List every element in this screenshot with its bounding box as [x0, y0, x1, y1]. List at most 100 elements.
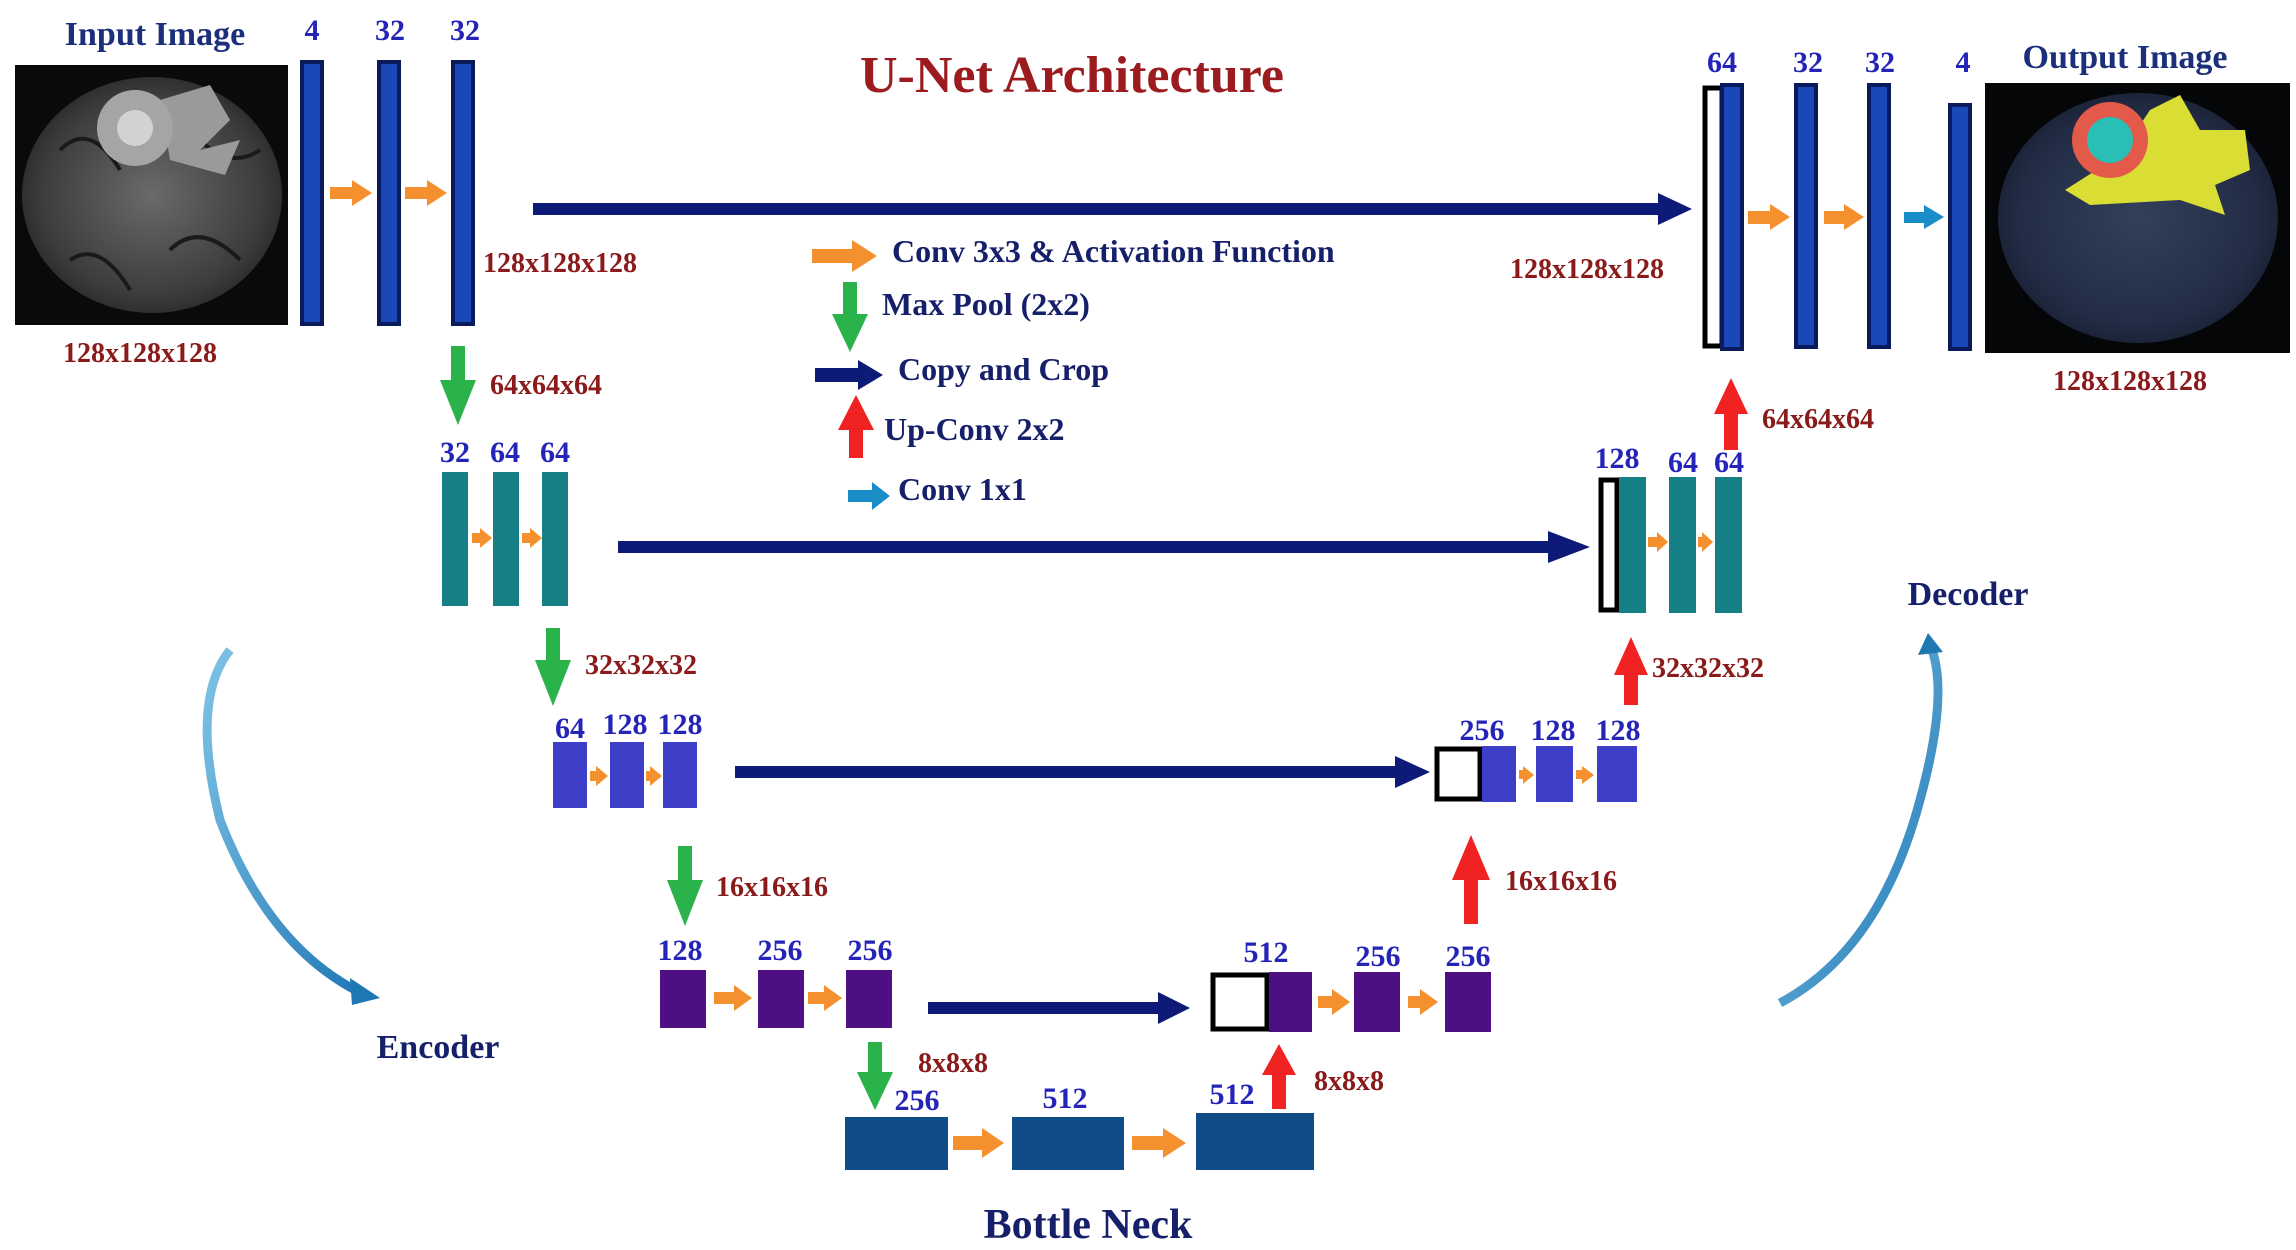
dec2-feature-map-1 — [1619, 477, 1646, 613]
enc3-feature-map-3 — [663, 742, 697, 808]
dec1-feature-map-3 — [1867, 83, 1891, 349]
dec4-feature-map-3 — [1445, 972, 1491, 1032]
legend-conv-label: Conv 3x3 & Activation Function — [892, 233, 1335, 269]
upconv3-size-label: 32x32x32 — [1652, 653, 1764, 684]
legend-upconv-label: Up-Conv 2x2 — [884, 411, 1064, 447]
upconv4-size-label: 64x64x64 — [1762, 404, 1874, 435]
enc2-feature-map-3 — [542, 472, 568, 606]
upconv2-size-label: 16x16x16 — [1505, 866, 1617, 897]
enc4-channel-1: 128 — [658, 934, 703, 967]
dec3-channel-2: 128 — [1531, 714, 1576, 747]
diagram-title: U-Net Architecture — [860, 47, 1284, 104]
dec1-conv-arrow-1 — [1748, 204, 1790, 230]
dec3-feature-map-1 — [1482, 746, 1516, 802]
enc3-channel-3: 128 — [658, 708, 703, 741]
decoder-level-4: 512 256 256 — [1210, 936, 1491, 1032]
dec2-conv-arrow-2 — [1698, 532, 1713, 552]
enc1-channel-2: 32 — [375, 14, 405, 47]
input-image-label: Input Image — [65, 16, 245, 53]
enc2-channel-3: 64 — [540, 436, 570, 469]
enc1-conv-arrow-2 — [405, 180, 447, 206]
pool3-size-label: 16x16x16 — [716, 872, 828, 903]
decoder-curve-arrow — [1777, 633, 1943, 1007]
enc4-conv-arrow-1 — [714, 985, 752, 1011]
enc2-feature-map-1 — [442, 472, 468, 606]
dec1-size-label: 128x128x128 — [1510, 254, 1664, 285]
legend-copy-label: Copy and Crop — [898, 351, 1109, 387]
enc3-conv-arrow-2 — [646, 766, 662, 786]
bottleneck-level: 256 512 512 — [845, 1078, 1314, 1170]
dec3-copied-map — [1434, 746, 1483, 802]
maxpool-arrow-4 — [857, 1042, 893, 1110]
dec2-copied-map — [1598, 477, 1620, 613]
bottleneck-channel-3: 512 — [1210, 1078, 1255, 1111]
legend-maxpool-label: Max Pool (2x2) — [882, 286, 1090, 322]
enc3-channel-1: 64 — [555, 712, 585, 745]
legend-maxpool-icon — [832, 282, 868, 352]
enc2-channel-1: 32 — [440, 436, 470, 469]
skip-connection-2 — [618, 531, 1590, 563]
enc4-feature-map-1 — [660, 970, 706, 1028]
dec1-output-map — [1948, 103, 1972, 351]
dec1-conv-arrow-2 — [1824, 204, 1864, 230]
dec1-channel-3: 32 — [1865, 46, 1895, 79]
decoder-label: Decoder — [1908, 576, 2029, 613]
legend-upconv-icon — [838, 395, 874, 458]
skip-connection-1 — [533, 193, 1692, 225]
enc4-conv-arrow-2 — [808, 985, 842, 1011]
encoder-level-2: 32 64 64 — [440, 436, 570, 606]
dec2-channel-3: 64 — [1714, 446, 1744, 479]
enc1-size-label: 128x128x128 — [483, 248, 637, 279]
enc3-feature-map-2 — [610, 742, 644, 808]
dec4-feature-map-2 — [1354, 972, 1400, 1032]
bottleneck-conv-arrow-1 — [953, 1128, 1004, 1158]
dec1-channel-1: 64 — [1707, 46, 1737, 79]
skip-connection-4 — [928, 992, 1190, 1024]
bottleneck-channel-1: 256 — [895, 1084, 940, 1117]
enc2-conv-arrow-2 — [522, 528, 542, 548]
dec4-copied-map — [1210, 972, 1270, 1032]
dec4-conv-arrow-2 — [1408, 989, 1438, 1015]
dec1-channel-4: 4 — [1956, 46, 1971, 79]
legend-conv-icon — [812, 240, 877, 272]
enc2-conv-arrow-1 — [472, 528, 492, 548]
dec1-copied-map — [1702, 85, 1725, 349]
legend-conv1x1-icon — [848, 482, 890, 510]
upconv-arrow-4 — [1714, 378, 1748, 450]
enc4-feature-map-3 — [846, 970, 892, 1028]
enc1-feature-map-2 — [377, 60, 401, 326]
dec4-feature-map-1 — [1269, 972, 1312, 1032]
upconv-arrow-2 — [1452, 835, 1490, 924]
dec1-conv1x1-arrow — [1904, 205, 1944, 229]
enc3-conv-arrow-1 — [590, 766, 608, 786]
upconv-arrow-1 — [1262, 1044, 1296, 1109]
maxpool-arrow-2 — [535, 628, 571, 706]
enc2-channel-2: 64 — [490, 436, 520, 469]
input-size-label: 128x128x128 — [63, 338, 217, 369]
legend-copy-icon — [815, 360, 883, 390]
encoder-level-4: 128 256 256 — [658, 934, 893, 1028]
dec1-channel-2: 32 — [1793, 46, 1823, 79]
maxpool-arrow-3 — [667, 846, 703, 926]
bottleneck-channel-2: 512 — [1043, 1082, 1088, 1115]
pool4-size-label: 8x8x8 — [918, 1048, 988, 1079]
decoder-level-3: 256 128 128 — [1434, 714, 1641, 802]
dec2-feature-map-2 — [1669, 477, 1696, 613]
decoder-level-2: 128 64 64 — [1595, 442, 1744, 613]
dec3-channel-3: 128 — [1596, 714, 1641, 747]
maxpool-arrow-1 — [440, 346, 476, 425]
bottleneck-feature-map-1 — [845, 1117, 948, 1170]
encoder-curve-arrow — [202, 647, 380, 1005]
upconv-arrow-3 — [1614, 637, 1648, 705]
encoder-level-1: 4 32 32 128x128x128 — [300, 14, 637, 326]
legend: Conv 3x3 & Activation Function Max Pool … — [812, 233, 1335, 510]
bottleneck-feature-map-2 — [1012, 1117, 1124, 1170]
enc4-channel-2: 256 — [758, 934, 803, 967]
skip-connection-3 — [735, 756, 1430, 788]
dec2-conv-arrow-1 — [1648, 532, 1668, 552]
dec3-feature-map-3 — [1597, 746, 1637, 802]
dec2-channel-2: 64 — [1668, 446, 1698, 479]
dec1-feature-map-1 — [1720, 83, 1744, 351]
dec2-channel-1: 128 — [1595, 442, 1640, 475]
